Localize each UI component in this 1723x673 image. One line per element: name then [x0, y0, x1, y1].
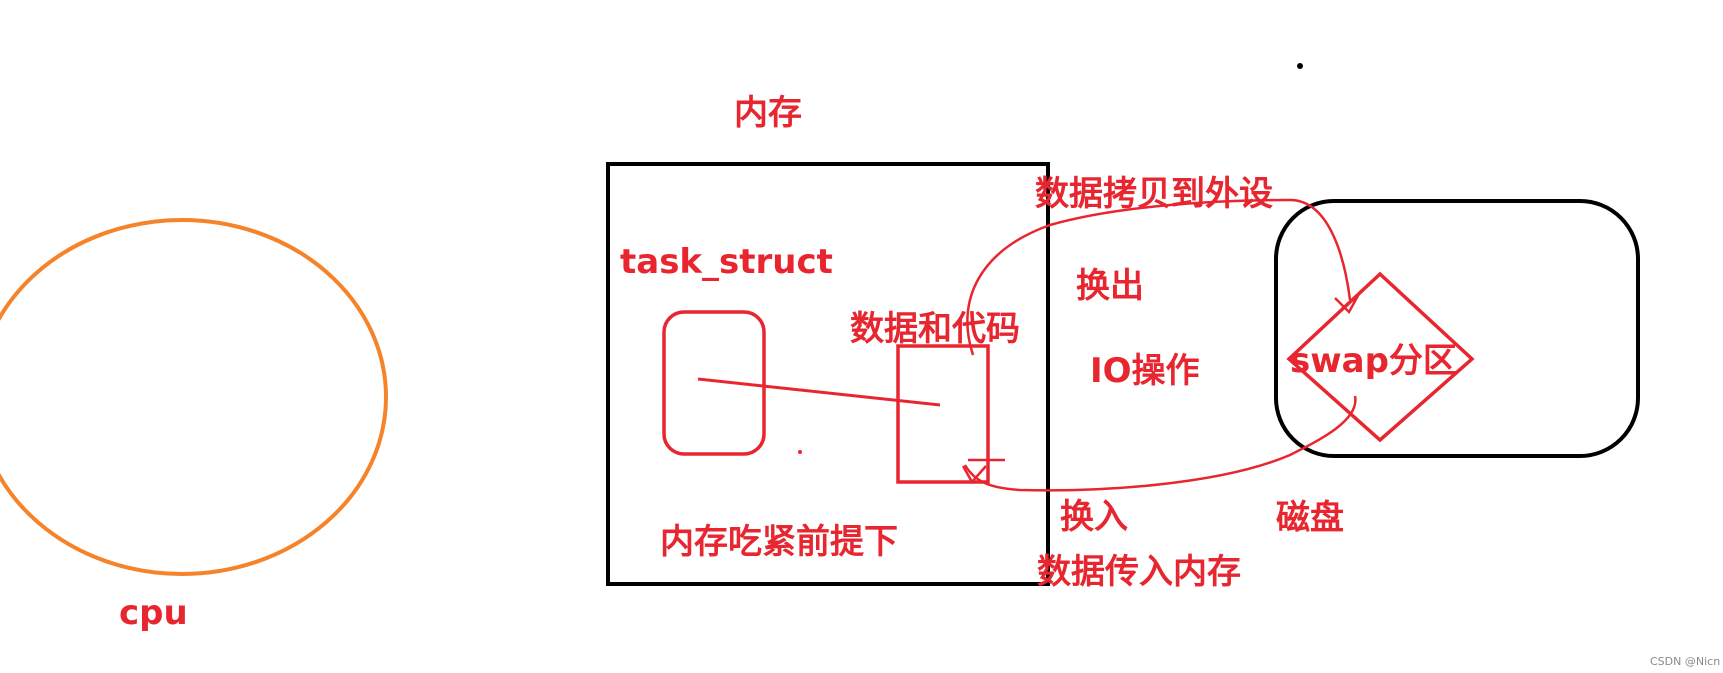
task-struct-box — [662, 310, 766, 456]
swap-partition-diamond — [1286, 271, 1475, 443]
memory-title: 内存 — [734, 93, 802, 133]
data-code-box — [896, 344, 990, 484]
swap-out-curve — [966, 198, 1352, 356]
disk-label: 磁盘 — [1276, 498, 1344, 538]
swap-in-curve — [963, 395, 1357, 492]
swap-out-label: 换出 — [1076, 266, 1144, 306]
io-operation-label: IO操作 — [1090, 351, 1200, 391]
disk-box — [1274, 199, 1640, 458]
data-into-memory-label: 数据传入内存 — [1037, 552, 1241, 592]
dot-mark-black — [1297, 63, 1303, 69]
data-code-label: 数据和代码 — [850, 309, 1020, 349]
task-to-data-line — [697, 377, 941, 407]
watermark: CSDN @Nicn — [1650, 655, 1720, 668]
swap-out-arrowhead — [1334, 291, 1362, 315]
task-struct-label: task_struct — [620, 242, 833, 282]
cpu-label: cpu — [119, 593, 188, 633]
memory-tight-label: 内存吃紧前提下 — [660, 522, 898, 562]
copy-to-peripheral-label: 数据拷贝到外设 — [1035, 174, 1273, 214]
swap-in-arrowhead — [961, 458, 1005, 485]
memory-box — [606, 162, 1050, 586]
swap-partition-label: swap分区 — [1290, 341, 1457, 381]
swap-in-label: 换入 — [1060, 497, 1128, 537]
dot-mark — [798, 450, 802, 454]
cpu-ellipse — [0, 218, 388, 576]
